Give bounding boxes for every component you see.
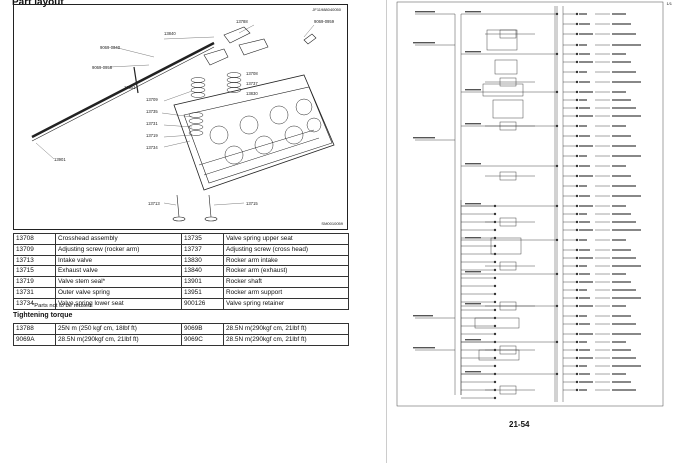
parts-cell-code: 13731 — [13, 286, 56, 299]
parts-cell-name2: Adjusting screw (cross head) — [223, 243, 349, 256]
parts-cell-name: Intake valve — [55, 254, 182, 267]
page-gutter — [350, 0, 386, 463]
parts-cell-code: 13713 — [13, 254, 56, 267]
parts-cell-code: 13708 — [13, 233, 56, 245]
torque-cell-code2: 9069B — [181, 323, 224, 335]
parts-cell-code2: 13840 — [181, 265, 224, 278]
parts-cell-code2: 13951 — [181, 286, 224, 299]
parts-cell-name2: Valve spring retainer — [223, 297, 349, 310]
parts-cell-code2: 13737 — [181, 243, 224, 256]
engine-valve-diagram: JF11988040050 — [13, 4, 348, 230]
svg-text:13715: 13715 — [246, 201, 258, 206]
torque-cell-value2: 28.5N m(290kgf cm, 21lbf ft) — [223, 323, 349, 335]
figure-ref: SM0010059 — [321, 221, 343, 226]
svg-text:13737: 13737 — [246, 81, 258, 86]
torque-cell-code2: 9069C — [181, 334, 224, 346]
parts-note: *Parts not to be reused. — [32, 303, 93, 309]
torque-cell-code: 9069A — [13, 334, 56, 346]
svg-text:13719: 13719 — [146, 133, 158, 138]
parts-cell-code2: 13830 — [181, 254, 224, 267]
torque-cell-code: 13788 — [13, 323, 56, 335]
right-page: 1/1 21-54 — [386, 0, 677, 463]
parts-cell-name: Valve stem seal* — [55, 276, 182, 288]
parts-cell-name2: Rocker shaft — [223, 276, 349, 288]
wiring-schematic — [396, 1, 664, 407]
svg-text:13788: 13788 — [236, 19, 248, 24]
svg-text:13840: 13840 — [164, 31, 176, 36]
parts-cell-name2: Valve spring upper seat — [223, 233, 349, 245]
torque-title: Tightening torque — [13, 312, 73, 319]
parts-cell-name: Crosshead assembly — [55, 233, 182, 245]
parts-cell-code: 13709 — [13, 243, 56, 256]
page-number: 21-54 — [509, 420, 530, 429]
torque-cell-value2: 28.5N m(290kgf cm, 21lbf ft) — [223, 334, 349, 346]
svg-text:13735: 13735 — [146, 109, 158, 114]
svg-text:13708: 13708 — [246, 71, 258, 76]
torque-cell-value: 28.5N m(290kgf cm, 21lbf ft) — [55, 334, 182, 346]
svg-text:13731: 13731 — [146, 121, 158, 126]
schematic-corner-label: 1/1 — [666, 1, 672, 6]
parts-cell-code2: 13735 — [181, 233, 224, 245]
parts-cell-code: 13715 — [13, 265, 56, 278]
left-page: Part layout JF11988040050 — [12, 0, 349, 346]
svg-text:9069-0840: 9069-0840 — [100, 45, 121, 50]
figure-code: JF11988040050 — [312, 7, 341, 12]
torque-cell-value: 25N m (250 kgf cm, 18lbf ft) — [55, 323, 182, 335]
parts-cell-code: 13719 — [13, 276, 56, 288]
svg-text:9069-0958: 9069-0958 — [92, 65, 113, 70]
parts-cell-code2: 900126 — [181, 297, 224, 310]
svg-text:9069-0959: 9069-0959 — [314, 19, 335, 24]
cylinder-head-drawing: 13788 9069-0840 9069-0958 13840 13709 13735… — [31, 19, 335, 222]
svg-text:13951: 13951 — [124, 85, 136, 90]
parts-cell-name: Exhaust valve — [55, 265, 182, 278]
parts-cell-name: Outer valve spring — [55, 286, 182, 299]
parts-cell-name2: Rocker arm support — [223, 286, 349, 299]
svg-text:13830: 13830 — [246, 91, 258, 96]
parts-cell-name2: Rocker arm (exhaust) — [223, 265, 349, 278]
parts-cell-code2: 13901 — [181, 276, 224, 288]
parts-cell-name: Adjusting screw (rocker arm) — [55, 243, 182, 256]
parts-cell-name2: Rocker arm intake — [223, 254, 349, 267]
svg-text:13709: 13709 — [146, 97, 158, 102]
svg-text:13713: 13713 — [148, 201, 160, 206]
svg-text:13901: 13901 — [54, 157, 66, 162]
svg-text:13734: 13734 — [146, 145, 158, 150]
